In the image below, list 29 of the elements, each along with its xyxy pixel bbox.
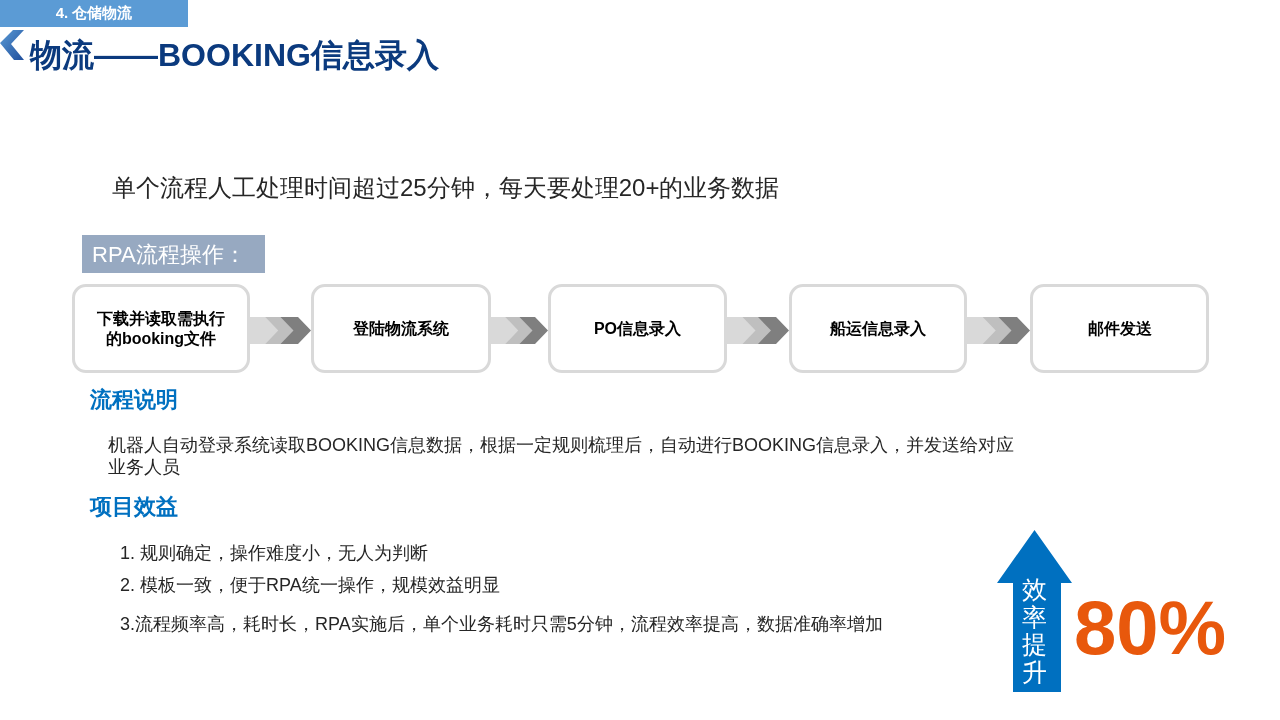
list-item: 1. 规则确定，操作难度小，无人为判断 bbox=[120, 542, 428, 565]
step-label: 下载并读取需执行的booking文件 bbox=[96, 308, 226, 349]
step-label: PO信息录入 bbox=[593, 318, 682, 339]
summary-text: 单个流程人工处理时间超过25分钟，每天要处理20+的业务数据 bbox=[112, 173, 780, 203]
section-heading: 流程说明 bbox=[90, 386, 178, 414]
banner-label: RPA流程操作： bbox=[92, 240, 246, 269]
process-box bbox=[548, 284, 727, 373]
tab-label: 4. 仓储物流 bbox=[55, 3, 133, 24]
process-box bbox=[1030, 284, 1209, 373]
section-heading: 项目效益 bbox=[90, 493, 178, 521]
chevron-arrow bbox=[491, 317, 548, 344]
list-item: 2. 模板一致，便于RPA统一操作，规模效益明显 bbox=[120, 574, 500, 597]
up-arrow bbox=[997, 530, 1072, 692]
step-label: 登陆物流系统 bbox=[353, 318, 449, 339]
process-box bbox=[789, 284, 967, 373]
chevron-arrow bbox=[250, 317, 311, 344]
percentage-value: 80% bbox=[1074, 590, 1227, 666]
page-title: 物流——BOOKING信息录入 bbox=[30, 36, 439, 75]
chevron-arrow bbox=[967, 317, 1030, 344]
process-box bbox=[72, 284, 250, 373]
list-item: 3.流程频率高，耗时长，RPA实施后，单个业务耗时只需5分钟，流程效率提高，数据准确率增加 bbox=[120, 613, 883, 636]
process-box bbox=[311, 284, 491, 373]
section-tab bbox=[0, 0, 188, 27]
section-banner bbox=[82, 235, 265, 273]
step-label: 邮件发送 bbox=[1087, 318, 1152, 339]
arrow-label: 效率提升 bbox=[1022, 576, 1047, 686]
chevron-arrow bbox=[727, 317, 789, 344]
step-label: 船运信息录入 bbox=[830, 318, 926, 339]
description-text: 机器人自动登录系统读取BOOKING信息数据，根据一定规则梳理后，自动进行BOOKING信息录入，并发送给对应业务人员 bbox=[108, 434, 1016, 478]
